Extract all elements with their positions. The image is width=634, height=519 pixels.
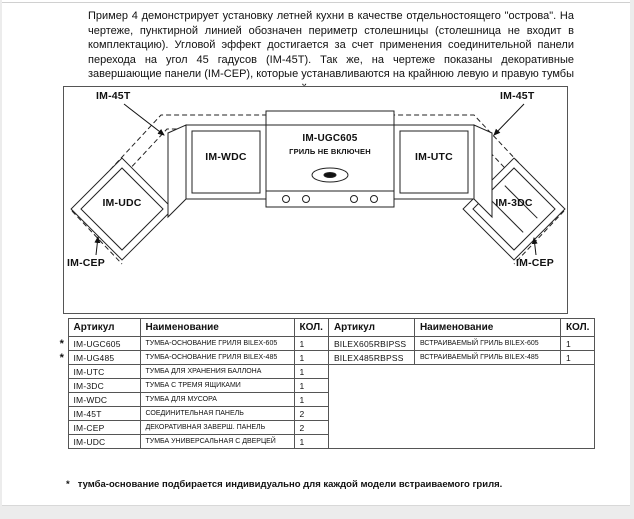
label-im-udc: IM-UDC [102, 197, 142, 209]
cell-empty [327, 434, 596, 449]
cell-qty-left: 1 [293, 434, 329, 449]
row-asterisk [56, 434, 68, 449]
cell-name-left: ТУМБА ДЛЯ МУСОРА [139, 392, 295, 407]
row-asterisk: * [56, 350, 68, 365]
cell-qty-left: 1 [293, 378, 329, 393]
intro-paragraph: Пример 4 демонстрирует установку летней … [88, 10, 574, 95]
header-article-right: Артикул [327, 318, 415, 337]
header-article-left: Артикул [67, 318, 141, 337]
cell-empty [327, 420, 596, 435]
cabinet-utc-shape [393, 124, 475, 200]
kitchen-layout-drawing: IM-45T IM-45T IM-WDC IM-UTC IM-UGC605 ГР… [63, 86, 568, 314]
cell-qty-left: 1 [293, 364, 329, 379]
table-row: IM-3DC ТУМБА С ТРЕМЯ ЯЩИКАМИ 1 [56, 378, 596, 393]
cell-qty-left: 1 [293, 336, 329, 351]
cell-name-left: ТУМБА ДЛЯ ХРАНЕНИЯ БАЛЛОНА [139, 364, 295, 379]
table-row: IM-UDC ТУМБА УНИВЕРСАЛЬНАЯ С ДВЕРЦЕЙ 1 [56, 434, 596, 449]
cell-qty-left: 1 [293, 350, 329, 365]
cell-article-left: IM-UDC [67, 434, 141, 449]
cell-name-left: ТУМБА-ОСНОВАНИЕ ГРИЛЯ BILEX-485 [139, 350, 295, 365]
table-row: IM-CEP ДЕКОРАТИВНАЯ ЗАВЕРШ. ПАНЕЛЬ 2 [56, 420, 596, 435]
label-im45t-left: IM-45T [96, 90, 131, 102]
grill-cabinet-shape [265, 110, 395, 208]
label-im-cep-left: IM-CEP [67, 257, 105, 269]
header-qty-left: КОЛ. [293, 318, 329, 337]
row-asterisk [56, 420, 68, 435]
kitchen-drawing-canvas [70, 103, 566, 265]
cell-article-left: IM-WDC [67, 392, 141, 407]
label-im-3dc: IM-3DC [495, 197, 533, 209]
table-row: * IM-UG485 ТУМБА-ОСНОВАНИЕ ГРИЛЯ BILEX-4… [56, 350, 596, 365]
table-row: IM-UTC ТУМБА ДЛЯ ХРАНЕНИЯ БАЛЛОНА 1 [56, 364, 596, 379]
footnote-text: тумба-основание подбирается индивидуальн… [77, 479, 503, 490]
cell-empty [327, 378, 596, 393]
table-header-row: Артикул Наименование КОЛ. Артикул Наимен… [56, 318, 596, 337]
cell-name-left: ТУМБА С ТРЕМЯ ЯЩИКАМИ [139, 378, 295, 393]
table-row: * IM-UGC605 ТУМБА-ОСНОВАНИЕ ГРИЛЯ BILEX-… [56, 336, 596, 351]
footnote-asterisk: * [66, 479, 70, 490]
cell-qty-right: 1 [559, 350, 596, 365]
table-row: IM-45T СОЕДИНИТЕЛЬНАЯ ПАНЕЛЬ 2 [56, 406, 596, 421]
row-asterisk: * [56, 336, 68, 351]
cell-qty-left: 1 [293, 392, 329, 407]
row-asterisk [56, 364, 68, 379]
cabinet-wdc-shape [185, 124, 267, 200]
parts-table: Артикул Наименование КОЛ. Артикул Наимен… [56, 318, 596, 449]
cell-name-right: ВСТРАИВАЕМЫЙ ГРИЛЬ BILEX-605 [413, 336, 561, 351]
label-im-utc: IM-UTC [415, 151, 453, 163]
header-name-right: Наименование [413, 318, 561, 337]
cell-article-left: IM-UGC605 [67, 336, 141, 351]
page-edge-left [0, 0, 2, 519]
row-asterisk [56, 406, 68, 421]
cell-name-left: ДЕКОРАТИВНАЯ ЗАВЕРШ. ПАНЕЛЬ [139, 420, 295, 435]
header-gutter [56, 318, 68, 337]
cell-empty [327, 364, 596, 379]
footnote: * тумба-основание подбирается индивидуаль… [66, 479, 502, 490]
cell-article-right: BILEX605RBIPSS [327, 336, 415, 351]
page-edge-top [0, 2, 634, 3]
cell-article-left: IM-CEP [67, 420, 141, 435]
table-row: IM-WDC ТУМБА ДЛЯ МУСОРА 1 [56, 392, 596, 407]
cell-article-left: IM-45T [67, 406, 141, 421]
label-grill-model: IM-UGC605 [302, 133, 358, 144]
row-asterisk [56, 392, 68, 407]
cell-article-left: IM-UTC [67, 364, 141, 379]
label-im-wdc: IM-WDC [205, 151, 247, 163]
cell-qty-right: 1 [559, 336, 596, 351]
header-qty-right: КОЛ. [559, 318, 596, 337]
angle-panel-left-shape [167, 124, 187, 219]
label-im-cep-right: IM-CEP [516, 257, 554, 269]
callout-arrows [94, 103, 538, 256]
cell-empty [327, 392, 596, 407]
row-asterisk [56, 378, 68, 393]
header-name-left: Наименование [139, 318, 295, 337]
cell-empty [327, 406, 596, 421]
label-im45t-right: IM-45T [500, 90, 535, 102]
cell-name-right: ВСТРАИВАЕМЫЙ ГРИЛЬ BILEX-485 [413, 350, 561, 365]
cell-name-left: ТУМБА УНИВЕРСАЛЬНАЯ С ДВЕРЦЕЙ [139, 434, 295, 449]
page-edge-bottom [0, 505, 634, 519]
cell-article-left: IM-3DC [67, 378, 141, 393]
cell-article-right: BILEX485RBPSS [327, 350, 415, 365]
corner-cabinet-udc-shape [70, 157, 174, 261]
cell-name-left: ТУМБА-ОСНОВАНИЕ ГРИЛЯ BILEX-605 [139, 336, 295, 351]
page-edge-right [630, 0, 634, 519]
cell-name-left: СОЕДИНИТЕЛЬНАЯ ПАНЕЛЬ [139, 406, 295, 421]
cell-article-left: IM-UG485 [67, 350, 141, 365]
cell-qty-left: 2 [293, 406, 329, 421]
label-grill-note: ГРИЛЬ НЕ ВКЛЮЧЕН [289, 147, 371, 156]
cell-qty-left: 2 [293, 420, 329, 435]
